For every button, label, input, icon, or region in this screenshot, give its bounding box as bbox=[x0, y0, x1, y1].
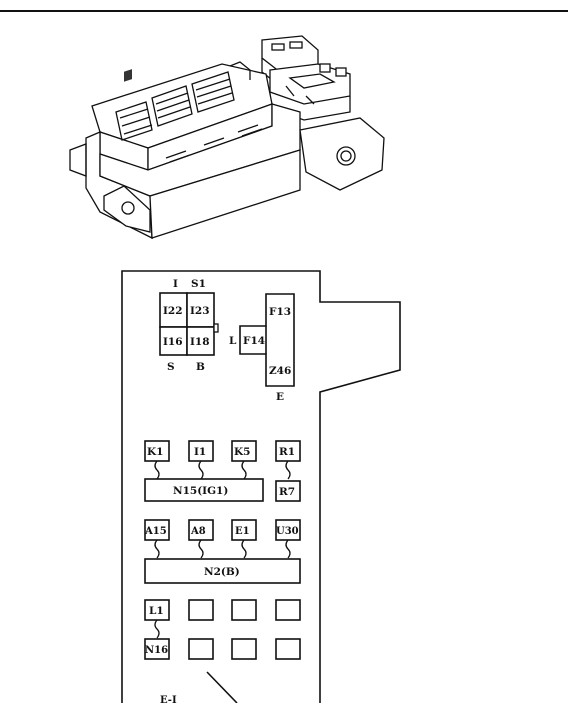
text-i23: I23 bbox=[190, 305, 210, 317]
text-r1: R1 bbox=[279, 446, 295, 458]
text-z46: Z46 bbox=[269, 365, 291, 377]
text-a15: A15 bbox=[144, 526, 167, 537]
panel-outline-notch bbox=[206, 671, 238, 703]
text-f14: F14 bbox=[243, 335, 265, 347]
label-s: S bbox=[167, 361, 175, 373]
text-n2: N2(B) bbox=[204, 566, 240, 578]
fuse-box-illustration bbox=[69, 35, 385, 240]
label-s1: S1 bbox=[191, 278, 206, 290]
right-connector: F13 F14 Z46 L E bbox=[229, 293, 295, 403]
text-e1: E1 bbox=[235, 526, 250, 537]
bus-bar-n15 bbox=[144, 478, 264, 502]
text-l1: L1 bbox=[149, 605, 164, 617]
terminal-n16 bbox=[144, 638, 170, 660]
bus-ig1: K1 I1 K5 R1 N15(IG1) R7 bbox=[144, 440, 301, 502]
text-a8: A8 bbox=[190, 526, 206, 537]
text-i16: I16 bbox=[163, 336, 183, 348]
upper-connector: I S1 I22 I23 I16 I18 S B bbox=[159, 278, 219, 373]
text-r7: R7 bbox=[279, 486, 295, 498]
text-i18: I18 bbox=[190, 336, 210, 348]
label-l: L bbox=[229, 335, 237, 347]
text-i1: I1 bbox=[194, 446, 206, 458]
empty-slot bbox=[231, 599, 257, 621]
empty-slot bbox=[231, 638, 257, 660]
terminal-r7 bbox=[275, 480, 301, 502]
text-k1: K1 bbox=[147, 446, 163, 458]
bus-b: A15 A8 E1 U30 N2(B) bbox=[144, 519, 301, 584]
label-b: B bbox=[196, 361, 205, 373]
panel-outline bbox=[121, 270, 401, 703]
empty-slot bbox=[275, 599, 301, 621]
text-f13: F13 bbox=[269, 306, 291, 318]
text-n15: N15(IG1) bbox=[173, 485, 228, 497]
empty-slot bbox=[275, 638, 301, 660]
text-k5: K5 bbox=[234, 446, 250, 458]
text-u30: U30 bbox=[276, 526, 299, 537]
bottom-fragment-label: E-I bbox=[160, 695, 177, 703]
top-rule bbox=[0, 10, 568, 12]
connector-latch bbox=[213, 323, 219, 333]
text-n16: N16 bbox=[145, 645, 168, 656]
label-e: E bbox=[276, 391, 284, 403]
empty-slot bbox=[188, 599, 214, 621]
bus-bar-n2 bbox=[144, 558, 301, 584]
text-i22: I22 bbox=[163, 305, 183, 317]
cell-i18 bbox=[186, 326, 215, 356]
empty-slot bbox=[188, 638, 214, 660]
label-i: I bbox=[173, 278, 178, 290]
bottom-grid: L1 N16 bbox=[144, 599, 301, 660]
